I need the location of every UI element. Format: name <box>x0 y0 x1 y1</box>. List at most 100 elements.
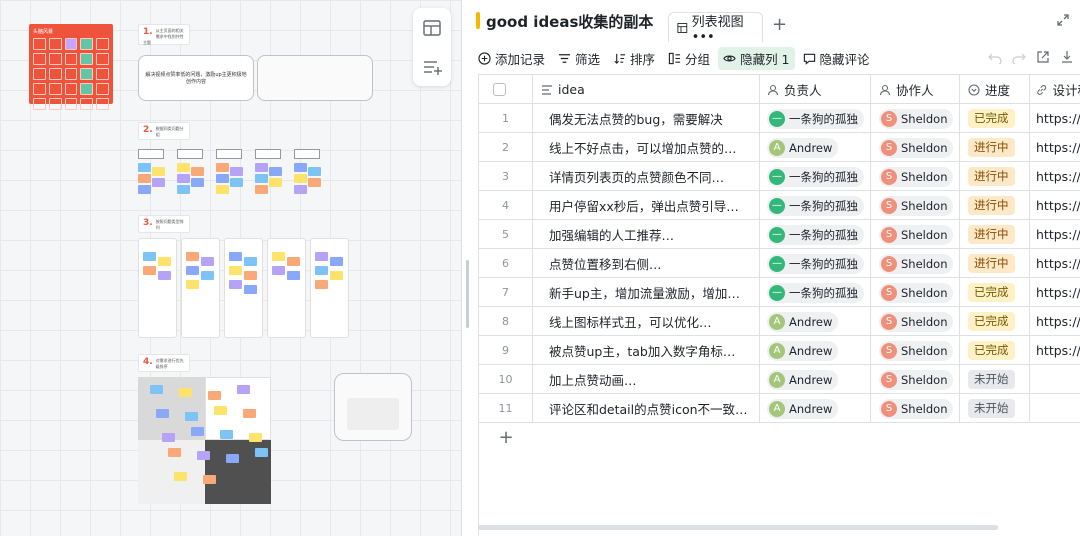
sticky-note[interactable] <box>214 406 227 415</box>
idea-cell[interactable]: 点赞位置移到右侧… <box>533 249 760 278</box>
sticky-note[interactable] <box>143 252 156 261</box>
sticky-note[interactable] <box>244 257 257 266</box>
brainstorm-poster[interactable]: 头脑风暴 <box>29 24 113 110</box>
idea-cell[interactable]: 评论区和detail的点赞icon不一致… <box>533 394 760 423</box>
sticky-note[interactable] <box>272 266 285 275</box>
sticky-note[interactable] <box>201 257 214 266</box>
sticky-note[interactable] <box>255 185 268 194</box>
sticky-note[interactable] <box>138 163 151 172</box>
owner-chip[interactable]: —一条狗的孤独 <box>767 224 864 245</box>
sticky-note[interactable] <box>177 163 190 172</box>
select-all-checkbox[interactable] <box>493 83 506 96</box>
step-2-note[interactable]: 2.根据同类问题分组 <box>138 122 190 140</box>
design-link-cell[interactable] <box>1030 394 1080 423</box>
header-design-link[interactable]: 设计稿 <box>1030 75 1080 104</box>
group-button[interactable]: 分组 <box>663 47 715 70</box>
design-link-cell[interactable]: https:// <box>1036 314 1080 329</box>
sticky-note[interactable] <box>138 174 151 183</box>
open-external-icon[interactable] <box>1036 50 1050 64</box>
step-4-note[interactable]: 4.对需求进行优先级排序 <box>138 354 190 372</box>
sticky-note[interactable] <box>308 167 321 176</box>
header-owner[interactable]: 负责人 <box>760 75 871 104</box>
idea-cell[interactable]: 偶发无法点赞的bug，需要解决 <box>533 104 760 133</box>
sticky-note[interactable] <box>158 271 171 280</box>
idea-cell[interactable]: 被点赞up主，tab加入数字角标… <box>533 336 760 365</box>
idea-cell[interactable]: 加上点赞动画… <box>533 365 760 394</box>
sticky-note[interactable] <box>315 266 328 275</box>
progress-cell[interactable]: 已完成 <box>960 336 1030 365</box>
design-link-cell[interactable]: https:// <box>1036 256 1080 271</box>
sticky-note[interactable] <box>287 257 300 266</box>
idea-cell[interactable]: 详情页列表页的点赞颜色不同… <box>533 162 760 191</box>
sticky-note[interactable] <box>255 174 268 183</box>
download-icon[interactable] <box>1060 50 1074 64</box>
owner-cell[interactable]: —一条狗的孤独 <box>760 278 871 307</box>
idea-cell[interactable]: 加强编辑的人工推荐… <box>533 220 760 249</box>
progress-cell[interactable]: 未开始 <box>960 365 1030 394</box>
hint-card[interactable] <box>257 55 373 101</box>
sticky-note[interactable] <box>229 252 242 261</box>
design-link-cell[interactable] <box>1030 365 1080 394</box>
progress-cell[interactable]: 进行中 <box>960 133 1030 162</box>
owner-chip[interactable]: —一条狗的孤独 <box>767 108 864 129</box>
sticky-note[interactable] <box>249 433 262 442</box>
redo-icon[interactable] <box>1012 50 1026 64</box>
sticky-note[interactable] <box>226 454 239 463</box>
design-link-cell[interactable]: https:// <box>1036 227 1080 242</box>
design-link-cell[interactable]: https:// <box>1036 111 1080 126</box>
progress-cell[interactable]: 进行中 <box>960 162 1030 191</box>
sticky-note[interactable] <box>216 174 229 183</box>
sticky-note[interactable] <box>168 448 181 457</box>
sticky-note[interactable] <box>156 409 169 418</box>
sticky-note[interactable] <box>216 163 229 172</box>
sticky-note[interactable] <box>191 178 204 187</box>
sticky-note[interactable] <box>294 185 307 194</box>
sticky-note[interactable] <box>230 167 243 176</box>
sticky-note[interactable] <box>229 266 242 275</box>
owner-cell[interactable]: —一条狗的孤独 <box>760 249 871 278</box>
sticky-note[interactable] <box>315 280 328 289</box>
table-title[interactable]: good ideas收集的副本 <box>486 13 654 31</box>
design-link-cell[interactable]: https:// <box>1036 169 1080 184</box>
sticky-note[interactable] <box>158 257 171 266</box>
panel-splitter[interactable] <box>466 260 469 328</box>
header-progress[interactable]: 进度 <box>960 75 1030 104</box>
sticky-note[interactable] <box>244 285 257 294</box>
preview-card[interactable] <box>334 373 412 441</box>
undo-icon[interactable] <box>988 50 1002 64</box>
layout-icon[interactable] <box>422 18 442 38</box>
add-view-icon[interactable]: + <box>772 14 788 35</box>
sticky-note[interactable] <box>244 271 257 280</box>
tab-list-view[interactable]: 列表视图 ••• <box>668 12 763 45</box>
design-link-cell[interactable]: https:// <box>1036 140 1080 155</box>
sticky-note[interactable] <box>229 280 242 289</box>
sticky-note[interactable] <box>186 252 199 261</box>
progress-cell[interactable]: 进行中 <box>960 191 1030 220</box>
sticky-note[interactable] <box>162 433 175 442</box>
